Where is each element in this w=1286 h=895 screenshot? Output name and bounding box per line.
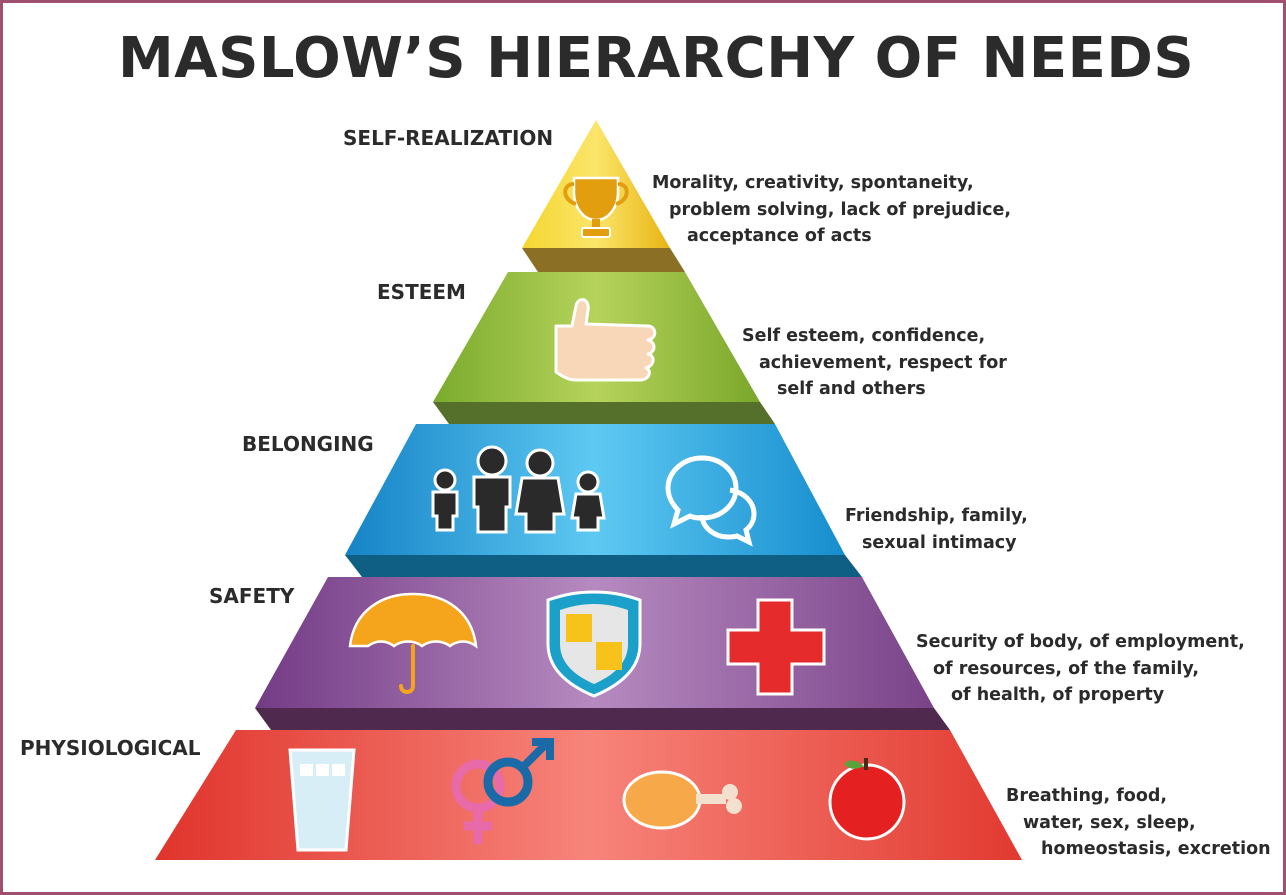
apple-icon [828, 758, 906, 841]
description-safety: Security of body, of employment, of reso… [916, 629, 1245, 709]
description-line: achievement, respect for [759, 352, 1007, 373]
description-line: Breathing, food, [1006, 786, 1168, 806]
description-line: Friendship, family, [845, 506, 1028, 526]
description-line: problem solving, lack of prejudice, [669, 199, 1012, 220]
tier-shadow [433, 402, 775, 424]
chicken-leg-icon [622, 770, 742, 830]
description-line: Security of body, of employment, [916, 632, 1245, 652]
level-physiological [155, 730, 1022, 860]
family-icon [431, 445, 606, 534]
description-physiological: Breathing, food, water, sex, sleep, home… [1006, 783, 1271, 863]
description-belonging: Friendship, family, sexual intimacy [845, 503, 1028, 556]
umbrella-icon [348, 592, 478, 694]
medical-cross-icon [726, 598, 826, 696]
tier-shadow [522, 248, 685, 272]
trophy-icon [563, 176, 629, 238]
description-esteem: Self esteem, confidence, achievement, re… [742, 323, 1007, 403]
gender-symbols-icon [451, 738, 554, 844]
description-line: homeostasis, excretion [1041, 839, 1271, 859]
page-title: MASLOW’S HIERARCHY OF NEEDS [118, 26, 1195, 91]
description-line: Self esteem, confidence, [742, 326, 986, 346]
chat-bubbles-icon [665, 455, 757, 547]
tier-physiological [155, 730, 1022, 860]
level-self-realization [522, 120, 685, 272]
label-esteem: ESTEEM [377, 280, 466, 304]
description-self-realization: Morality, creativity, spontaneity, probl… [652, 170, 1011, 250]
label-self-realization: SELF-REALIZATION [343, 126, 554, 150]
water-glass-icon [288, 748, 356, 852]
label-belonging: BELONGING [242, 432, 374, 456]
description-line: Morality, creativity, spontaneity, [652, 173, 974, 193]
description-line: of resources, of the family, [933, 658, 1200, 679]
level-safety [255, 577, 950, 730]
level-belonging [345, 424, 862, 577]
description-line: sexual intimacy [862, 532, 1017, 553]
description-line: water, sex, sleep, [1023, 812, 1196, 833]
description-line: of health, of property [951, 685, 1165, 705]
thumbs-up-icon [554, 298, 657, 382]
tier-shadow [255, 708, 950, 730]
level-esteem [433, 272, 775, 424]
tier-shadow [345, 555, 862, 577]
description-line: self and others [777, 379, 926, 399]
shield-icon [546, 590, 642, 698]
description-line: acceptance of acts [687, 226, 872, 246]
label-physiological: PHYSIOLOGICAL [20, 736, 201, 760]
label-safety: SAFETY [209, 584, 295, 608]
